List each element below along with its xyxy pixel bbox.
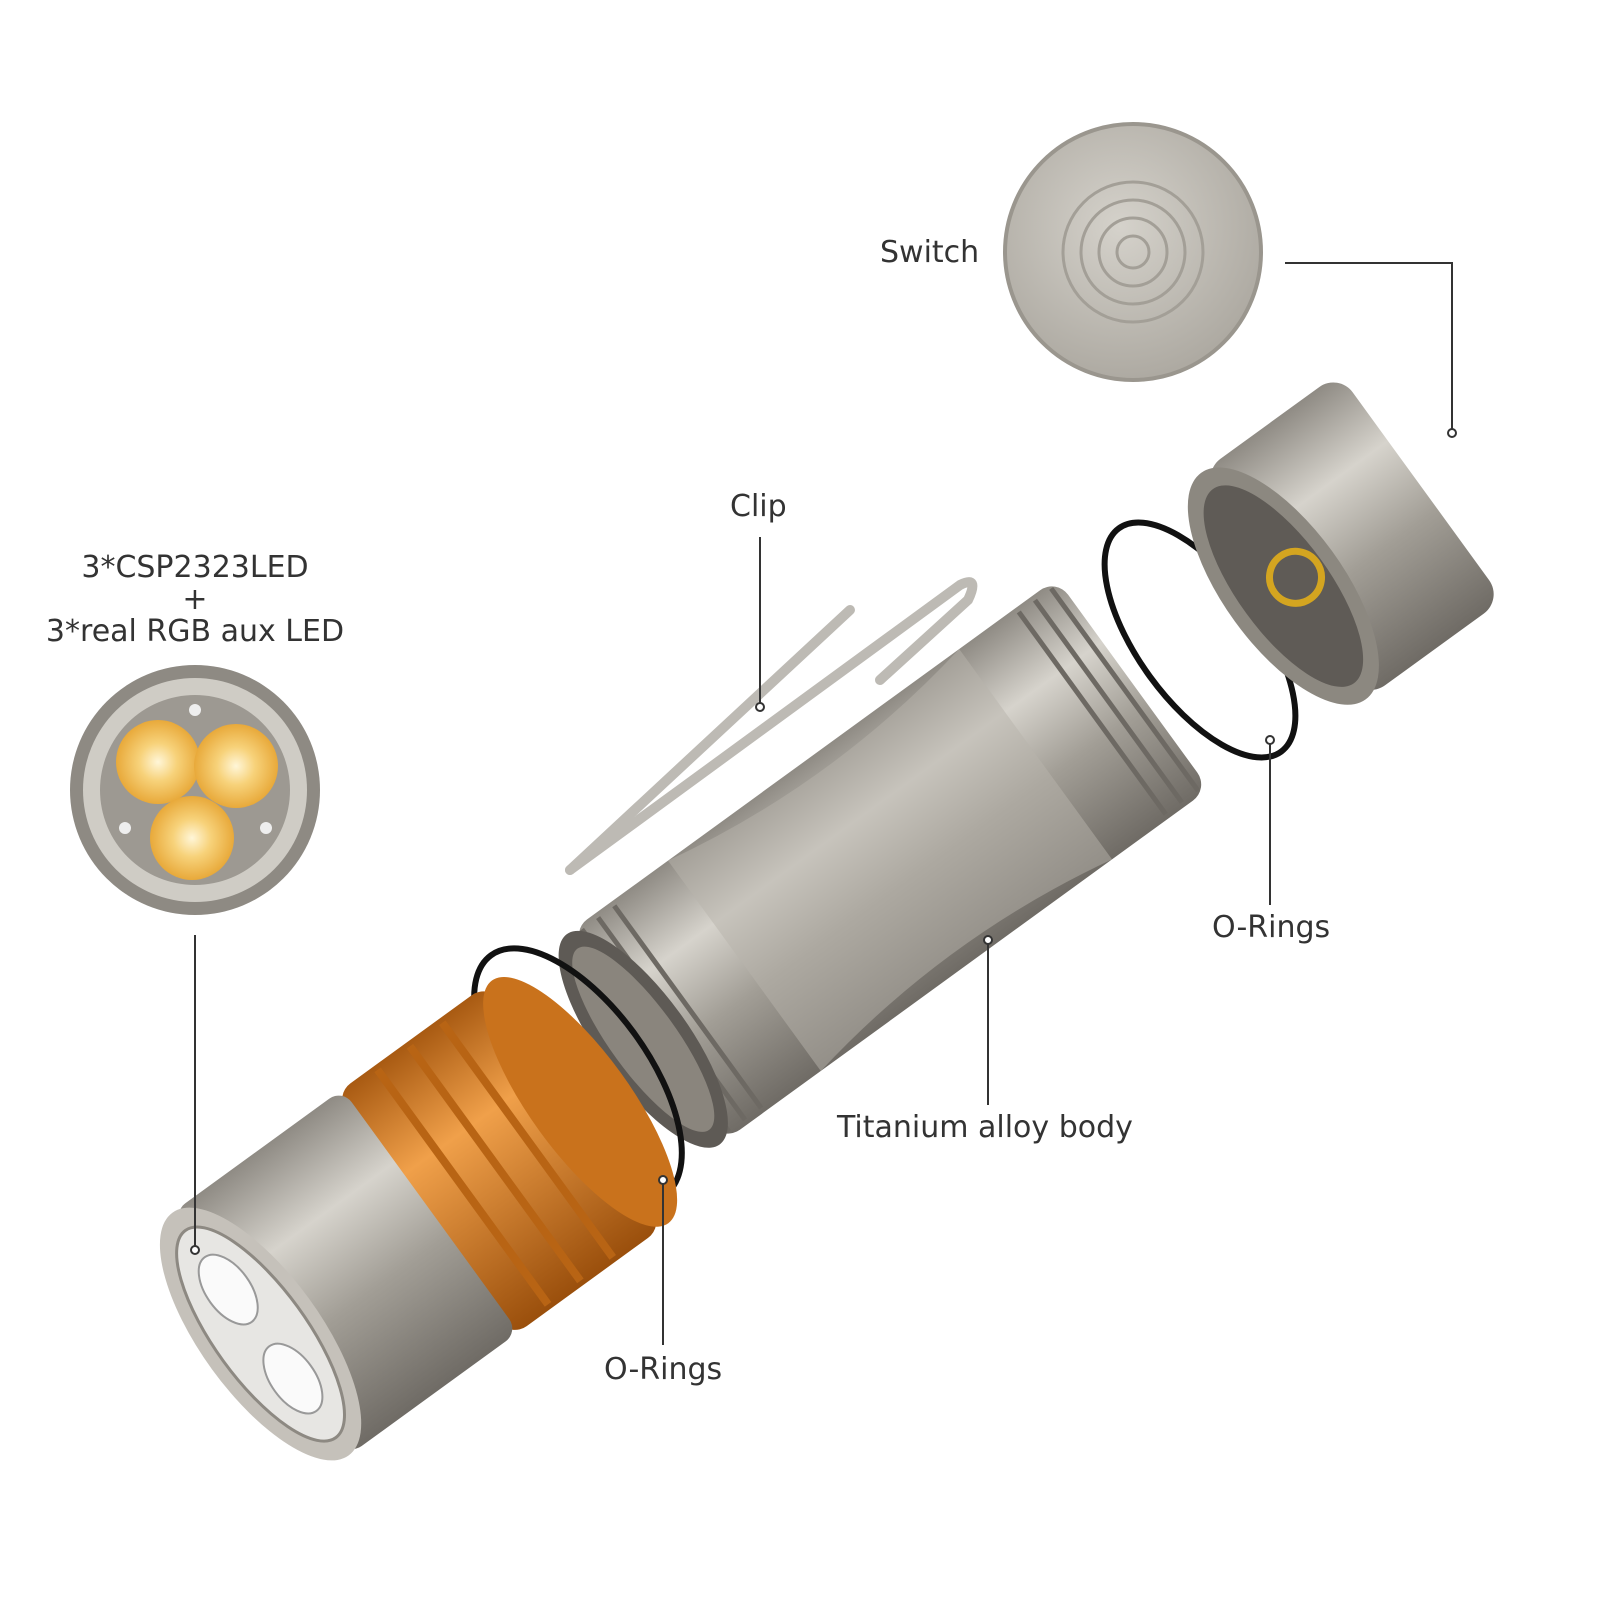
label-led-plus: + xyxy=(182,582,208,617)
label-clip: Clip xyxy=(730,489,787,524)
head-part xyxy=(159,977,678,1461)
leader-dots xyxy=(190,428,1457,1255)
tail-cap-part xyxy=(1187,382,1494,705)
label-o-rings-head: O-Rings xyxy=(604,1352,723,1387)
led-closeup xyxy=(70,665,320,915)
label-o-rings-tail: O-Rings xyxy=(1212,910,1331,945)
leader-lines xyxy=(194,262,1453,1345)
clip-part xyxy=(565,577,978,875)
label-body: Titanium alloy body xyxy=(837,1110,1133,1145)
switch-button-part xyxy=(1003,122,1263,382)
label-switch: Switch xyxy=(880,235,980,270)
titanium-body-part xyxy=(558,586,1202,1148)
label-led-line1: 3*CSP2323LED xyxy=(81,550,309,585)
label-led-line2: 3*real RGB aux LED xyxy=(45,614,345,649)
